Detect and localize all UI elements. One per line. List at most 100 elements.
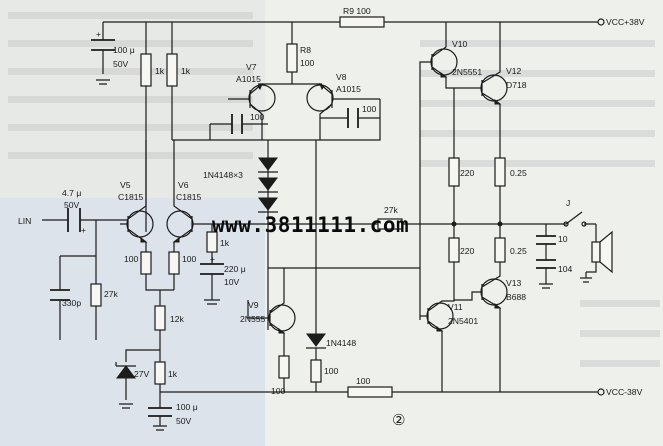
svg-text:V5: V5 <box>120 180 131 190</box>
transistor-v6: V6 C1815 <box>166 140 212 246</box>
resistor-12k <box>154 305 166 331</box>
output-node <box>446 221 556 227</box>
transistor-v7: V7 A1015 <box>228 62 276 140</box>
speaker-icon <box>580 224 613 283</box>
svg-text:10: 10 <box>558 234 568 244</box>
terminal-vcc-neg <box>597 388 605 396</box>
svg-text:+: + <box>96 29 101 39</box>
svg-text:50V: 50V <box>176 416 192 426</box>
svg-text:C1815: C1815 <box>176 192 202 202</box>
svg-text:+: + <box>81 225 86 235</box>
svg-text:1k: 1k <box>181 66 191 76</box>
svg-text:100: 100 <box>362 104 377 114</box>
resistor-100-bottom <box>347 386 393 398</box>
svg-text:1N4148: 1N4148 <box>326 338 356 348</box>
resistor-1k-right: 1k <box>166 22 191 140</box>
resistor-220-lower: 220 <box>448 224 475 300</box>
svg-text:V7: V7 <box>246 62 257 72</box>
feedback-network: 1k + 220 μ 10V 27k <box>200 205 446 305</box>
svg-text:0.25: 0.25 <box>510 168 527 178</box>
svg-text:100: 100 <box>324 366 339 376</box>
transistor-v12: V12 D718 <box>480 22 527 160</box>
transistor-v5: V5 C1815 <box>118 140 154 246</box>
label-input: LIN <box>18 216 31 226</box>
resistor-025-lower: 0.25 <box>494 224 527 272</box>
label-c-in-volt: 50V <box>64 200 80 210</box>
svg-text:1k: 1k <box>155 66 165 76</box>
label-switch: J <box>566 198 570 208</box>
svg-text:100: 100 <box>271 386 286 396</box>
label-vcc-neg: VCC-38V <box>606 387 643 397</box>
transistor-v9: V9 2N555 100 <box>240 267 420 396</box>
svg-text:V6: V6 <box>178 180 189 190</box>
svg-text:V9: V9 <box>248 300 259 310</box>
svg-text:100 μ: 100 μ <box>176 402 198 412</box>
svg-text:330p: 330p <box>62 298 81 308</box>
svg-text:27k: 27k <box>104 289 119 299</box>
terminal-vcc-pos <box>597 18 605 26</box>
watermark: www.3811111.com <box>212 213 409 237</box>
output-switch: J <box>556 198 596 227</box>
svg-text:C1815: C1815 <box>118 192 144 202</box>
svg-text:10V: 10V <box>224 277 240 287</box>
label-r100-bottom: 100 <box>356 376 371 386</box>
svg-text:V12: V12 <box>506 66 522 76</box>
svg-text:2N555: 2N555 <box>240 314 266 324</box>
svg-text:104: 104 <box>558 264 573 274</box>
transistor-v10: V10 2N5551 <box>419 22 482 320</box>
resistor-27k-input <box>90 283 102 307</box>
positive-rail: R9 100 VCC+38V <box>103 6 645 28</box>
emitter-resistors: 100 100 12k <box>124 246 197 350</box>
bias-diode-1n4148: 1N4148 100 <box>306 140 356 392</box>
resistor-1k-left: 1k <box>140 22 165 232</box>
resistor-r9 <box>339 16 385 28</box>
svg-text:1k: 1k <box>220 238 230 248</box>
svg-text:100: 100 <box>300 58 315 68</box>
svg-text:27V: 27V <box>134 369 150 379</box>
svg-text:220 μ: 220 μ <box>224 264 246 274</box>
capacitor-100u-top: + 100 μ 50V <box>91 22 135 85</box>
svg-text:R8: R8 <box>300 45 311 55</box>
svg-text:220: 220 <box>460 168 475 178</box>
zener-27v: 27V <box>115 349 160 409</box>
svg-text:V13: V13 <box>506 278 522 288</box>
svg-text:220: 220 <box>460 246 475 256</box>
svg-text:0.25: 0.25 <box>510 246 527 256</box>
resistor-r8: R8 100 <box>258 22 322 85</box>
zobel-network: 10 104 <box>536 224 573 289</box>
transistor-v13: V13 B688 <box>454 272 526 392</box>
resistor-1k-feedback <box>206 231 218 253</box>
svg-text:12k: 12k <box>170 314 185 324</box>
capacitor-100-v8: 100 <box>172 99 381 141</box>
transistor-v8: V8 A1015 <box>306 72 380 140</box>
svg-text:A1015: A1015 <box>336 84 361 94</box>
svg-text:100: 100 <box>250 112 265 122</box>
input-network: LIN 4.7 μ 50V + 27k 330p <box>18 188 128 340</box>
svg-text:2N5401: 2N5401 <box>448 316 478 326</box>
svg-text:100: 100 <box>182 254 197 264</box>
svg-text:A1015: A1015 <box>236 74 261 84</box>
label-r9: R9 100 <box>343 6 371 16</box>
svg-text:+: + <box>210 254 215 264</box>
figure-number: ② <box>392 411 405 429</box>
label-c-in-value: 4.7 μ <box>62 188 81 198</box>
capacitor-100-v7: 100 <box>209 112 268 140</box>
svg-text:D718: D718 <box>506 80 527 90</box>
svg-text:V8: V8 <box>336 72 347 82</box>
svg-text:V11: V11 <box>448 302 463 312</box>
label-c-top-value: 100 μ <box>113 45 135 55</box>
resistor-27k-feedback <box>377 218 403 230</box>
svg-text:2N5551: 2N5551 <box>452 67 482 77</box>
label-c-top-volt: 50V <box>113 59 129 69</box>
svg-text:B688: B688 <box>506 292 526 302</box>
resistor-1k-bottom: 1k 100 μ 50V <box>148 350 198 431</box>
svg-text:1k: 1k <box>168 369 178 379</box>
diode-string: 1N4148×3 <box>203 140 278 268</box>
resistor-025-upper: 0.25 <box>494 157 527 224</box>
label-vcc-pos: VCC+38V <box>606 17 645 27</box>
transistor-v11: V11 2N5401 <box>420 300 478 392</box>
svg-text:27k: 27k <box>384 205 399 215</box>
